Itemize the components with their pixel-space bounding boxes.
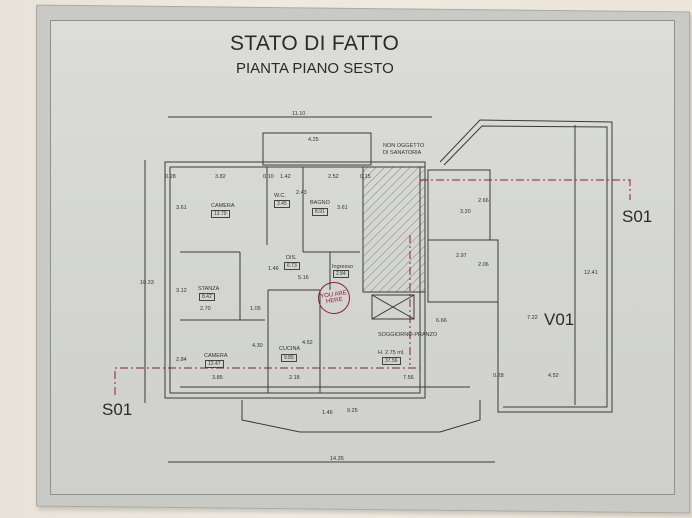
room-label: W.C. xyxy=(274,193,286,199)
room-label: BAGNO xyxy=(310,200,330,206)
dimension: 2.84 xyxy=(176,357,187,363)
section-label-left: S01 xyxy=(102,400,133,419)
dimension: 14.35 xyxy=(330,456,344,462)
room-label: CAMERA xyxy=(204,353,228,359)
plan-title: STATO DI FATTO xyxy=(230,32,400,55)
dimension: 7.56 xyxy=(403,375,414,381)
room-area: 2.84 xyxy=(333,270,349,278)
room-area: 13.79 xyxy=(211,210,230,218)
dimension: 10.33 xyxy=(140,280,154,286)
dimension: 1.05 xyxy=(250,306,261,312)
dimension: 3.82 xyxy=(215,174,226,180)
room-label: CAMERA xyxy=(211,203,235,209)
room-label: DIS. xyxy=(286,255,297,261)
dimension: 3.61 xyxy=(176,205,187,211)
room-area: 8.42 xyxy=(199,293,215,301)
dimension: 0.28 xyxy=(165,174,176,180)
dimension: 5.16 xyxy=(298,275,309,281)
dimension: 1.46 xyxy=(322,410,333,416)
dimension: 2.52 xyxy=(328,174,339,180)
dimension: 3.12 xyxy=(176,288,187,294)
dimension: 0.28 xyxy=(493,373,504,379)
dimension: 9.25 xyxy=(347,408,358,414)
dimension: 1.46 xyxy=(268,266,279,272)
dimension: 3.85 xyxy=(212,375,223,381)
dimension: 4.52 xyxy=(302,340,313,346)
section-label-right: S01 xyxy=(622,207,653,226)
room-label: Ingresso xyxy=(332,264,354,270)
dimension: 2.97 xyxy=(456,253,467,259)
room-area: 37.56 xyxy=(382,357,401,365)
dimension: 11.10 xyxy=(292,111,306,117)
view-label: V01 xyxy=(544,310,575,329)
dimension: 3.20 xyxy=(460,209,471,215)
room-area: 3.45 xyxy=(274,200,290,208)
dimension: 2.66 xyxy=(478,198,489,204)
dimension: 1.42 xyxy=(280,174,291,180)
room-label: SOGGIORNO-PRANZO xyxy=(378,332,438,338)
dimension: 0.15 xyxy=(360,174,371,180)
note-line-2: DI SANATORIA xyxy=(383,150,422,156)
dimension: 12.41 xyxy=(584,270,598,276)
plan-subtitle: PIANTA PIANO SESTO xyxy=(236,60,394,77)
dimension: 3.61 xyxy=(337,205,348,211)
room-area: 12.47 xyxy=(205,360,224,368)
room-label: CUCINA xyxy=(279,346,301,352)
room-area: 8.91 xyxy=(312,208,328,216)
dimension: 0.10 xyxy=(263,174,274,180)
dimension: 2.18 xyxy=(289,375,300,381)
dimension: 2.70 xyxy=(200,306,211,312)
dimension: 2.06 xyxy=(478,262,489,268)
room-area: 6.73 xyxy=(284,262,300,270)
note-line-1: NON OGGETTO xyxy=(383,143,425,149)
dimension: 6.66 xyxy=(436,318,447,324)
dimension: 4.30 xyxy=(252,343,263,349)
room-area: 9.85 xyxy=(281,354,297,362)
dimension: 7.22 xyxy=(527,315,538,321)
dimension: 4.25 xyxy=(308,137,319,143)
dimension: 4.52 xyxy=(548,373,559,379)
room-label: STANZA xyxy=(198,286,220,292)
dimension: 2.43 xyxy=(296,190,307,196)
room-height: H. 2.75 ml. xyxy=(378,350,405,356)
